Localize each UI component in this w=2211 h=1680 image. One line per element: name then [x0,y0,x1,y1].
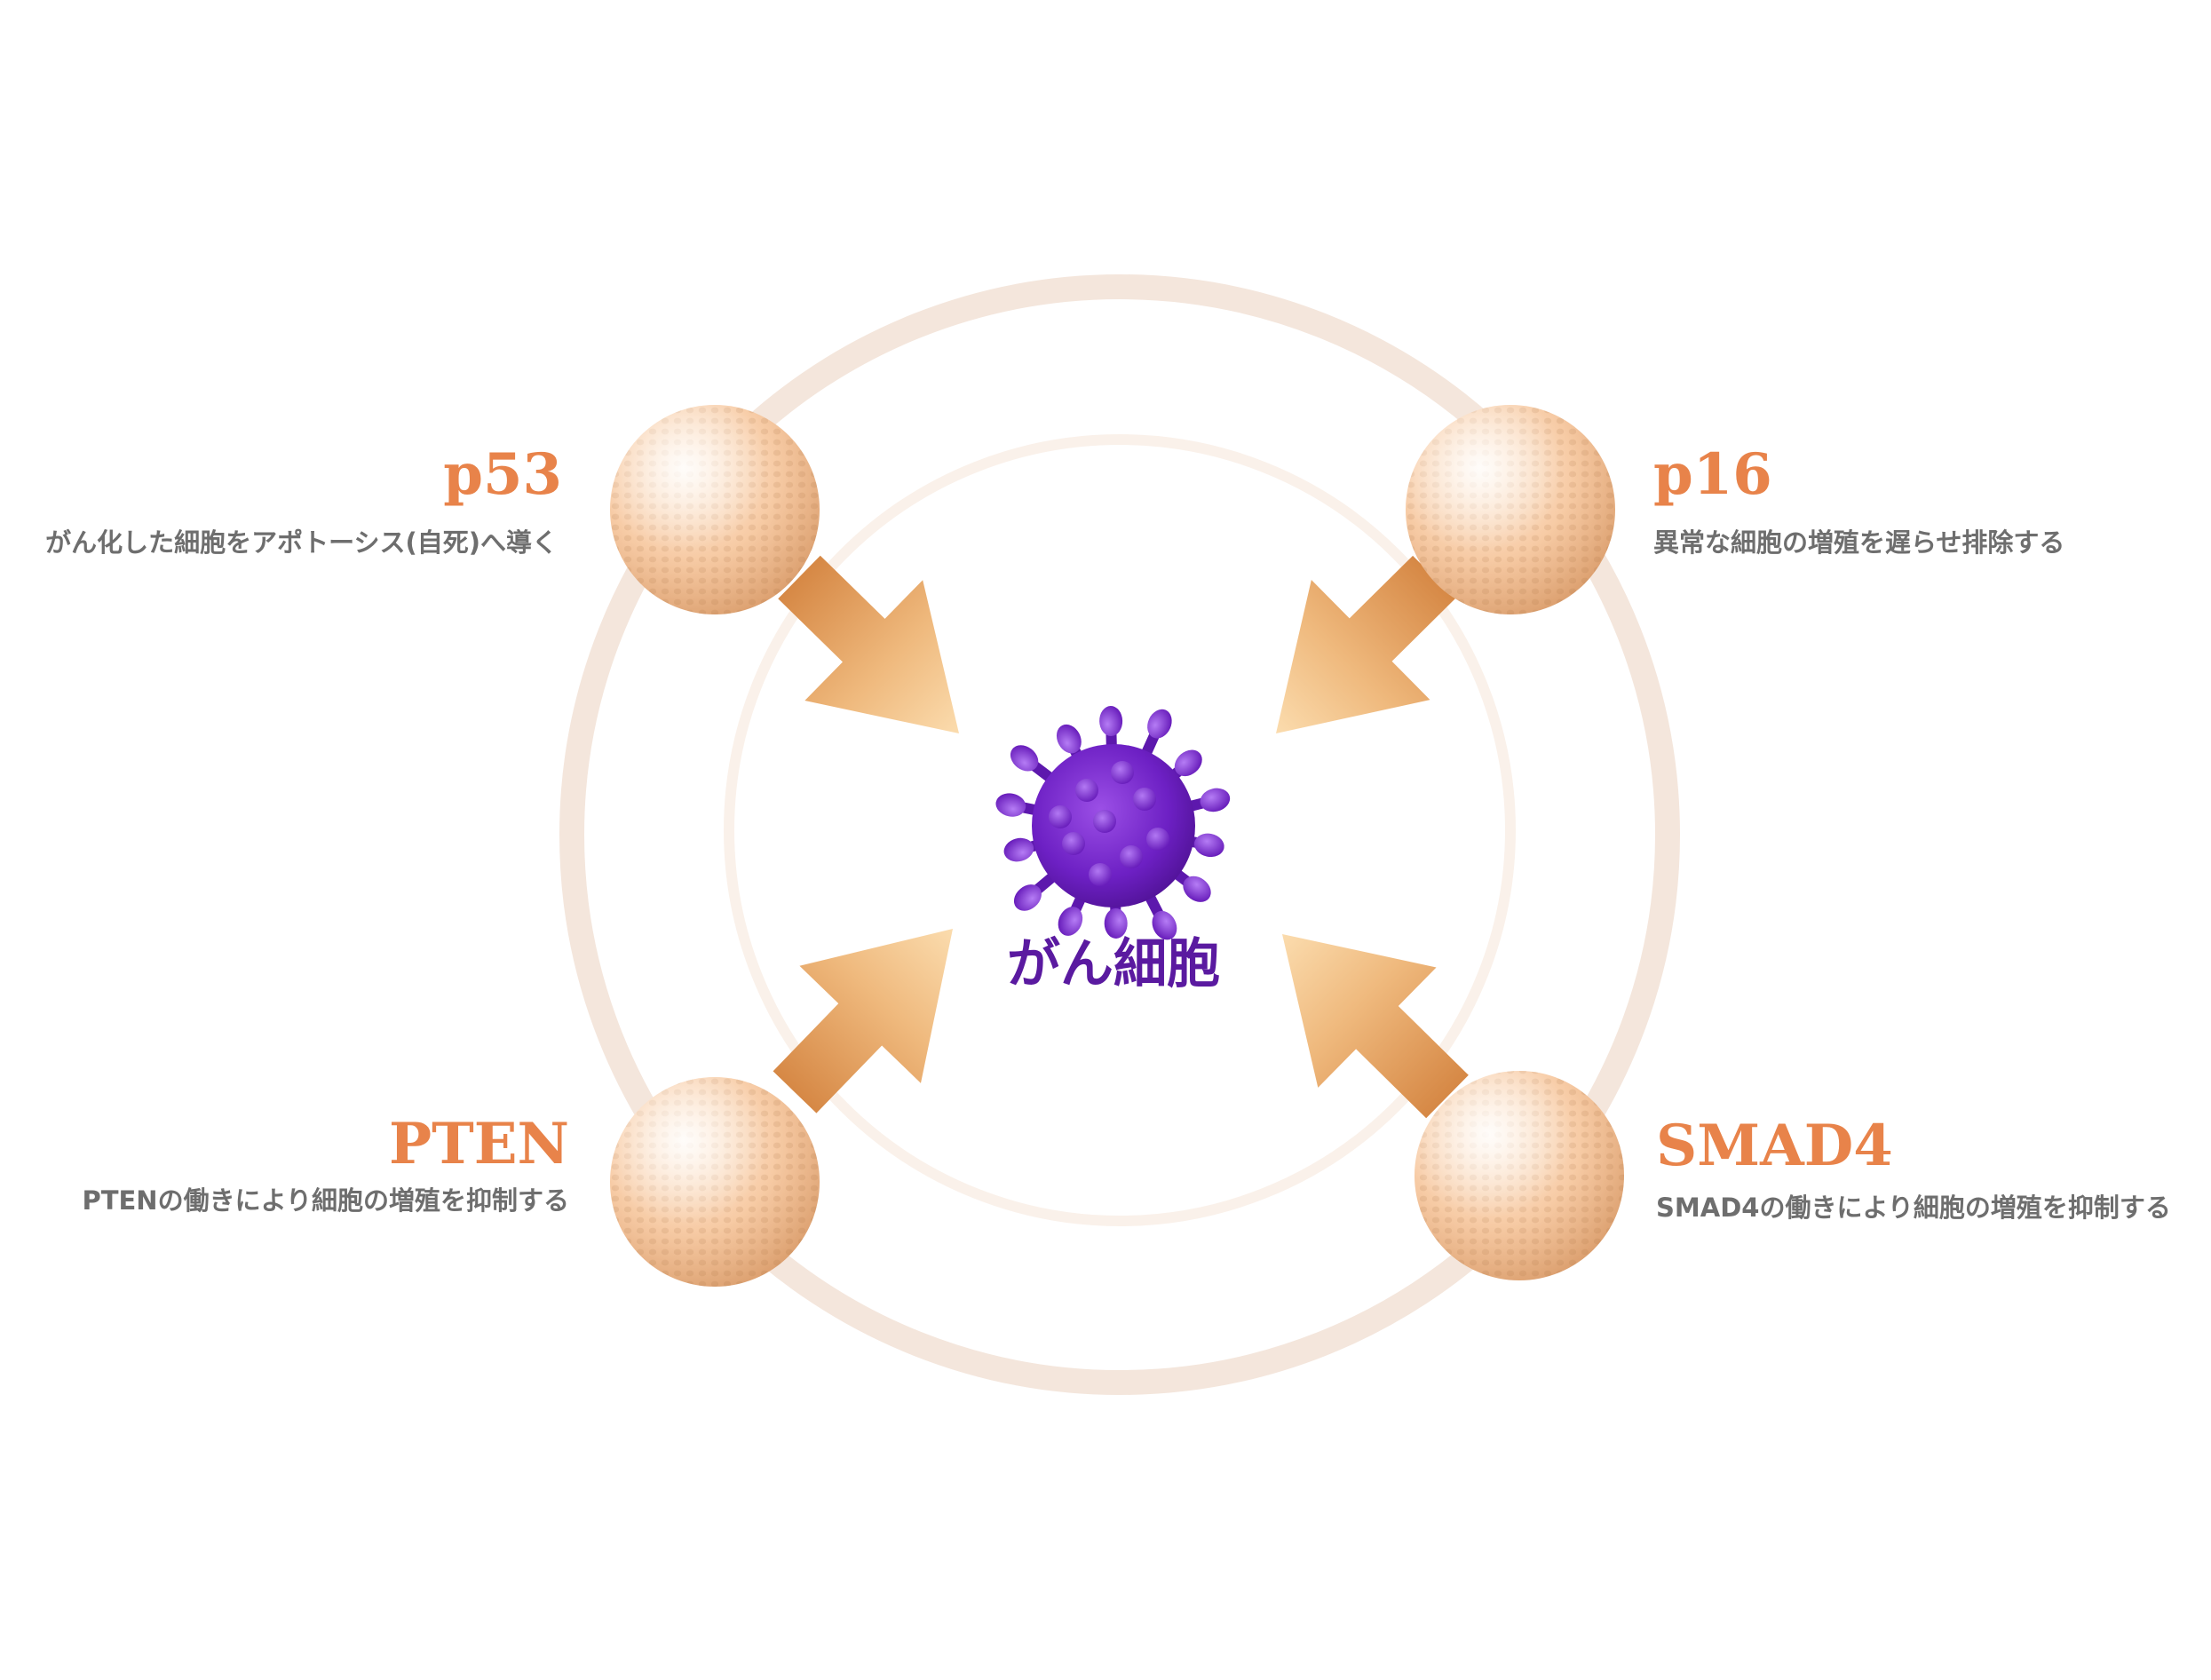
gene-desc-p16: 異常な細胞の増殖を遅らせ排除する [1653,527,2064,558]
tumor-suppressor-cell-icon-smad4 [1415,1071,1624,1280]
gene-name-smad4: SMAD4 [1656,1113,1893,1179]
cancer-cell-icon [995,706,1231,940]
arrow-icon-smad4 [1282,934,1469,1119]
outer-ring [559,274,1680,1395]
gene-name-p53: p53 [443,441,562,508]
gene-name-p16: p16 [1653,441,1772,508]
arrow-icon-p16 [1275,555,1455,734]
gene-desc-p53: がん化した細胞をアポトーシス(自死)へ導く [45,527,558,558]
gene-desc-smad4: SMAD4の働きにより細胞の増殖を抑制する [1656,1193,2171,1223]
arrow-icon-p53 [778,555,960,734]
tumor-suppressor-cell-icon-p53 [610,405,820,614]
tumor-suppressor-cell-icon-p16 [1406,405,1615,614]
arrow-icon-pten [773,928,954,1113]
gene-desc-pten: PTENの働きにより細胞の増殖を抑制する [82,1185,569,1216]
cancer-cell-label: がん細胞 [1007,933,1220,995]
inner-ring [724,434,1516,1226]
tumor-suppressor-cell-icon-pten [610,1077,820,1287]
gene-name-pten: PTEN [389,1111,569,1177]
